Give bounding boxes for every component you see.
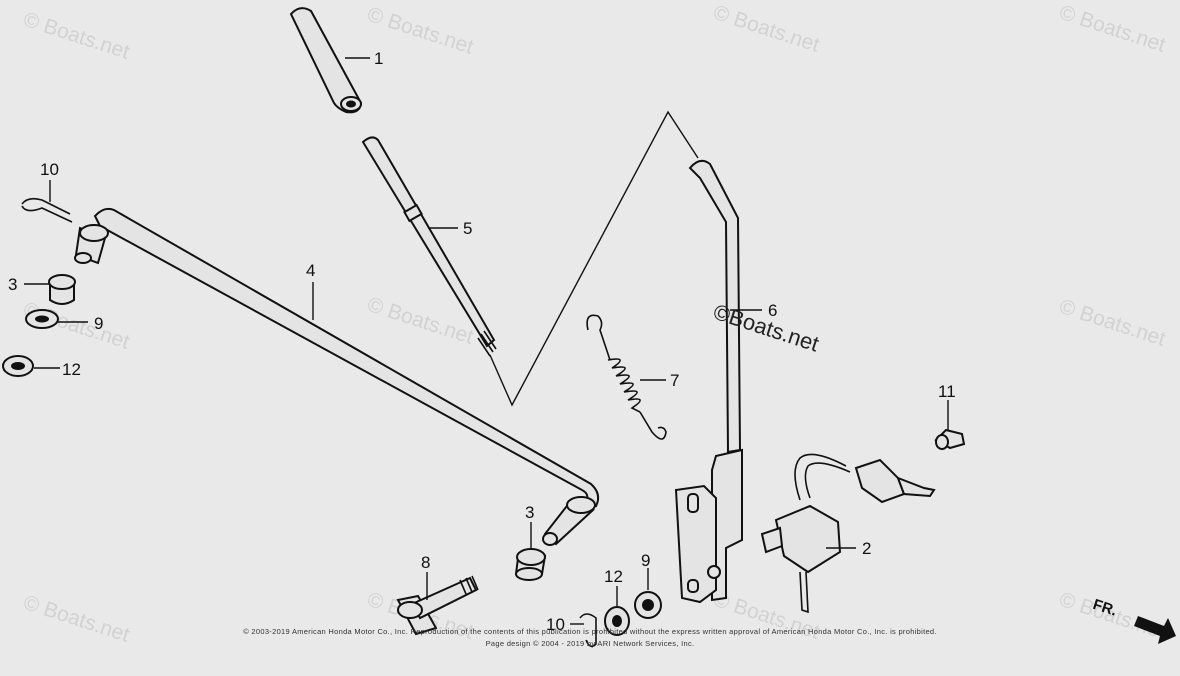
watermark-mid-right: © Boats.net (1056, 295, 1168, 351)
part-9-washer-bottom (634, 591, 662, 619)
part-6-lever-arm (674, 159, 743, 604)
watermark-top-left: © Boats.net (20, 8, 132, 64)
part-5-lever-rod (361, 136, 497, 357)
watermark-top-right: © Boats.net (710, 1, 822, 57)
callout-4: 4 (306, 261, 315, 280)
page-design-credit: Page design © 2004 - 2019 by ARI Network… (485, 639, 695, 648)
callout-5: 5 (463, 219, 472, 238)
callout-11: 11 (938, 382, 956, 401)
callout-12-bottom: 12 (604, 567, 623, 586)
connector-line (489, 110, 699, 407)
callout-2: 2 (862, 539, 871, 558)
part-3-bushing-left (48, 274, 76, 305)
part-12-washer-bottom (604, 606, 630, 636)
front-arrow-icon (1134, 616, 1176, 644)
callout-6: 6 (768, 301, 777, 320)
callout-7: 7 (670, 371, 679, 390)
part-3-bushing-right (514, 548, 547, 581)
callout-10-bottom: 10 (546, 615, 565, 634)
callout-8: 8 (421, 553, 430, 572)
part-1-grip (289, 7, 363, 114)
part-7-spring (586, 314, 667, 440)
part-9-washer-left (25, 309, 59, 329)
callout-3-right: 3 (525, 503, 534, 522)
callout-10-left: 10 (40, 160, 59, 179)
part-4-main-rod (74, 207, 600, 546)
callout-9-left: 9 (94, 314, 103, 333)
callout-3-left: 3 (8, 275, 17, 294)
callout-9-bottom: 9 (641, 551, 650, 570)
copyright-notice: © 2003-2019 American Honda Motor Co., In… (243, 627, 937, 636)
part-11-screw (934, 428, 966, 450)
part-12-washer-left (2, 355, 34, 377)
part-10-clip-left (21, 197, 73, 223)
part-10-clip-bottom (579, 613, 597, 648)
watermark-top-far-right: © Boats.net (1056, 1, 1168, 57)
callout-12-left: 12 (62, 360, 81, 379)
part-8-bolt (396, 575, 479, 636)
watermark-bottom-left: © Boats.net (20, 591, 132, 647)
callout-labels: 1 2 3 3 4 5 6 7 8 9 9 10 10 11 12 12 (8, 49, 956, 634)
part-2-switch (760, 453, 936, 614)
leader-lines (24, 57, 949, 625)
watermarks: © Boats.net © Boats.net © Boats.net © Bo… (20, 1, 1168, 647)
callout-1: 1 (374, 49, 383, 68)
